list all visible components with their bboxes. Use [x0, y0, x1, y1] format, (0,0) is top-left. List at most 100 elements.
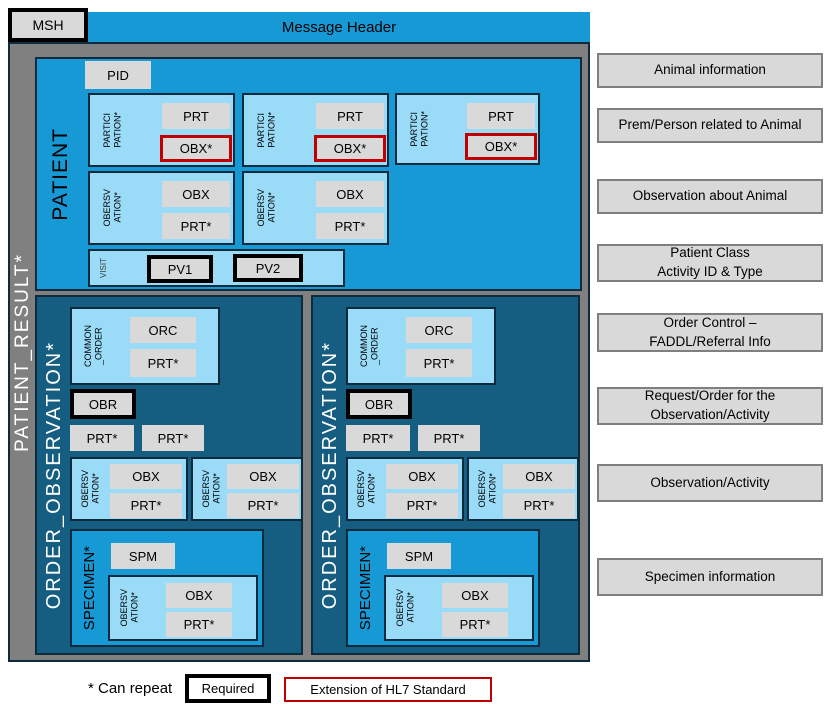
annotation-specimen-information: Specimen information	[597, 558, 823, 596]
legend-can-repeat: * Can repeat	[88, 680, 172, 697]
specimen-label-wrap: SPECIMEN*	[350, 531, 382, 645]
obx-segment: OBX	[162, 181, 230, 207]
pv1-label: PV1	[167, 261, 193, 277]
specimen-label: SPECIMEN*	[81, 545, 99, 631]
obx-label: OBX*	[179, 141, 213, 156]
common-order-group: COMMON _ORDER ORC PRT*	[70, 307, 220, 385]
observation-label: OBERSV ATION*	[476, 470, 497, 508]
prt-segment: PRT	[316, 103, 384, 129]
obx-extension-segment: OBX*	[314, 135, 386, 162]
annotation-patient-class: Patient Class Activity ID & Type	[597, 244, 823, 282]
visit-label: VISIT	[99, 257, 109, 278]
specimen-observation-group: OBERSV ATION* OBX PRT*	[384, 575, 534, 641]
obx-label: OBX	[336, 186, 364, 202]
observation-label: OBERSV ATION*	[79, 470, 100, 508]
prt-label: PRT*	[157, 430, 189, 446]
obx-segment: OBX	[166, 583, 232, 608]
pid-label: PID	[107, 67, 129, 83]
patient-label-wrap: PATIENT	[40, 57, 82, 291]
annotation-text: Specimen information	[644, 568, 776, 584]
participation-label: PARTICI PATION*	[101, 112, 122, 148]
prt-segment: PRT*	[503, 493, 575, 518]
prt-segment: PRT	[162, 103, 230, 129]
obx-label: OBX	[461, 588, 489, 603]
observation-label-wrap: OBERSV ATION*	[389, 580, 421, 636]
prt-label: PRT	[337, 108, 363, 124]
legend-required-text: Required	[201, 681, 255, 696]
prt-label: PRT*	[423, 355, 455, 371]
observation-label-wrap: OBERSV ATION*	[196, 462, 226, 516]
order-observation-obx-group: OBERSV ATION* OBX PRT*	[70, 457, 188, 521]
annotation-request-order: Request/Order for the Observation/Activi…	[597, 387, 823, 425]
patient-observation-group: OBERSV ATION* OBX PRT*	[242, 171, 389, 245]
patient-result-label: PATIENT_RESULT*	[11, 252, 33, 452]
obr-segment: OBR	[70, 389, 136, 419]
obx-label: OBX*	[333, 141, 367, 156]
prt-segment: PRT*	[442, 612, 508, 637]
order-observation-label: ORDER_OBSERVATION*	[318, 340, 341, 610]
patient-observation-group: OBERSV ATION* OBX PRT*	[88, 171, 235, 245]
spm-segment: SPM	[111, 543, 175, 569]
prt-segment: PRT*	[142, 425, 204, 451]
annotation-text: Observation/Activity	[650, 474, 770, 490]
observation-label-wrap: OBERSV ATION*	[75, 462, 105, 516]
observation-label: OBERSV ATION*	[118, 589, 139, 627]
participation-label-wrap: PARTICI PATION*	[248, 99, 284, 161]
prt-segment: PRT*	[70, 425, 134, 451]
prt-label: PRT*	[362, 430, 394, 446]
observation-label: OBERSV ATION*	[200, 470, 221, 508]
observation-label: OBERSV ATION*	[355, 470, 376, 508]
specimen-observation-group: OBERSV ATION* OBX PRT*	[108, 575, 258, 641]
obx-segment: OBX	[386, 464, 458, 489]
orc-label: ORC	[424, 322, 454, 338]
order-observation-label-wrap: ORDER_OBSERVATION*	[314, 297, 346, 653]
order-observation-obx-group: OBERSV ATION* OBX PRT*	[467, 457, 579, 521]
pv2-segment: PV2	[233, 254, 303, 282]
common-order-label: COMMON _ORDER	[82, 325, 103, 367]
annotation-text: Patient Class Activity ID & Type	[657, 245, 763, 279]
observation-label-wrap: OBERSV ATION*	[94, 177, 130, 239]
pid-segment: PID	[85, 61, 151, 89]
participation-label: PARTICI PATION*	[255, 112, 276, 148]
legend-extension-box: Extension of HL7 Standard	[284, 677, 492, 702]
obx-label: OBX	[408, 469, 436, 484]
annotation-text: Order Control – FADDL/Referral Info	[649, 314, 771, 349]
specimen-group: SPECIMEN* SPM OBERSV ATION* OBX PRT*	[70, 529, 264, 647]
annotation-observation-animal: Observation about Animal	[597, 179, 823, 214]
prt-label: PRT*	[130, 498, 162, 513]
order-observation-obx-group: OBERSV ATION* OBX PRT*	[346, 457, 464, 521]
annotation-text: Request/Order for the Observation/Activi…	[644, 388, 776, 422]
prt-segment: PRT*	[386, 493, 458, 518]
obx-label: OBX	[249, 469, 277, 484]
annotation-text: Prem/Person related to Animal	[618, 117, 802, 133]
observation-label-wrap: OBERSV ATION*	[351, 462, 381, 516]
prt-segment: PRT*	[110, 493, 182, 518]
msh-segment: MSH	[8, 8, 88, 42]
annotation-observation-activity: Observation/Activity	[597, 464, 823, 502]
annotation-order-control: Order Control – FADDL/Referral Info	[597, 313, 823, 352]
annotation-text: Animal information	[654, 62, 766, 78]
prt-segment: PRT*	[227, 493, 299, 518]
order-observation-group: ORDER_OBSERVATION* COMMON _ORDER ORC PRT…	[35, 295, 303, 655]
legend-extension-text: Extension of HL7 Standard	[310, 682, 466, 697]
participation-group: PARTICI PATION* PRT OBX*	[88, 93, 235, 167]
participation-group: PARTICI PATION* PRT OBX*	[242, 93, 389, 167]
orc-segment: ORC	[130, 317, 196, 343]
prt-label: PRT*	[523, 498, 555, 513]
prt-label: PRT*	[247, 498, 279, 513]
annotation-prem-person: Prem/Person related to Animal	[597, 108, 823, 143]
obx-segment: OBX	[110, 464, 182, 489]
obx-segment: OBX	[503, 464, 575, 489]
spm-label: SPM	[128, 548, 158, 564]
obr-label: OBR	[88, 396, 118, 412]
order-observation-group: ORDER_OBSERVATION* COMMON _ORDER ORC PRT…	[311, 295, 580, 655]
common-order-group: COMMON _ORDER ORC PRT*	[346, 307, 496, 385]
order-observation-obx-group: OBERSV ATION* OBX PRT*	[191, 457, 303, 521]
order-observation-label-wrap: ORDER_OBSERVATION*	[38, 297, 70, 653]
order-observation-label: ORDER_OBSERVATION*	[42, 340, 65, 610]
prt-segment: PRT*	[346, 425, 410, 451]
specimen-label: SPECIMEN*	[357, 545, 375, 631]
prt-label: PRT	[183, 108, 209, 124]
annotation-animal-information: Animal information	[597, 53, 823, 88]
prt-segment: PRT*	[406, 349, 472, 377]
